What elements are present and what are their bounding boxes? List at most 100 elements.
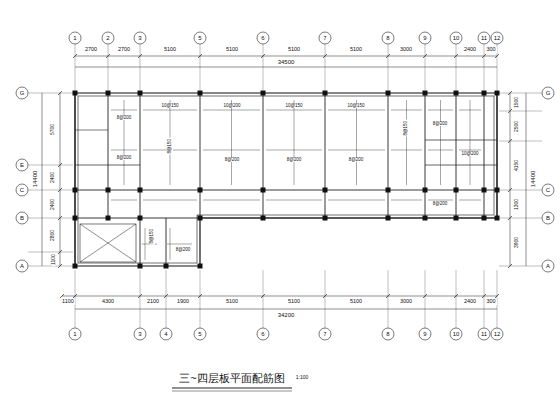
stair-cross xyxy=(80,224,136,262)
dimension: 5100 xyxy=(225,299,239,305)
rebar-note: 8@150 xyxy=(150,228,155,245)
dimension: 3900 xyxy=(515,235,520,248)
tick xyxy=(482,294,486,298)
dimension: 2400 xyxy=(51,197,56,210)
tick xyxy=(454,54,458,58)
column xyxy=(495,91,500,96)
axis-bubble xyxy=(450,32,462,44)
dim-line xyxy=(62,296,497,297)
tick xyxy=(198,54,202,58)
beam-line xyxy=(425,93,426,218)
rebar-line xyxy=(143,200,197,201)
beam-line xyxy=(388,93,389,218)
column xyxy=(482,91,487,96)
stair-opening xyxy=(80,224,136,262)
axis-bubble xyxy=(16,159,28,171)
column xyxy=(198,188,203,193)
rebar-line xyxy=(167,244,192,245)
column xyxy=(198,91,203,96)
axis-letter: E xyxy=(19,162,25,168)
dimension: 2400 xyxy=(463,47,477,53)
title-underline xyxy=(172,387,292,388)
axis-bubble xyxy=(491,328,503,340)
tick xyxy=(58,216,62,220)
axis-number: 11 xyxy=(480,35,488,41)
beam-line xyxy=(484,93,485,218)
dimension: 5100 xyxy=(163,47,177,53)
dimension: 5100 xyxy=(349,47,363,53)
rebar-line xyxy=(406,100,407,185)
title-underline xyxy=(172,391,292,392)
axis-bubble xyxy=(542,212,554,224)
tick xyxy=(58,250,62,254)
axis-bubble xyxy=(16,87,28,99)
column xyxy=(386,188,391,193)
rebar-line xyxy=(459,200,481,201)
rebar-note: 8@150 xyxy=(404,120,409,137)
axis-number: 8 xyxy=(385,331,390,337)
tick xyxy=(73,54,77,58)
beam-line xyxy=(75,218,76,266)
tick xyxy=(58,188,62,192)
column xyxy=(423,188,428,193)
axis-number: 3 xyxy=(137,331,142,337)
axis-letter: B xyxy=(545,215,551,221)
tick xyxy=(58,264,62,268)
dim-line xyxy=(75,309,497,310)
column xyxy=(138,216,143,221)
beam-line xyxy=(425,165,497,166)
dimension: 2800 xyxy=(51,228,56,241)
column xyxy=(106,216,111,221)
outer-wall xyxy=(75,93,497,266)
rebar-line xyxy=(328,200,385,201)
beam-line xyxy=(263,93,264,218)
extension-line xyxy=(425,270,426,328)
tick xyxy=(386,54,390,58)
axis-bubble xyxy=(134,32,146,44)
tick xyxy=(508,264,512,268)
axis-bubble xyxy=(16,212,28,224)
extension-line xyxy=(28,218,73,219)
extension-line xyxy=(200,270,201,328)
tick xyxy=(164,294,168,298)
dimension: 1300 xyxy=(515,197,520,210)
axis-bubble xyxy=(491,32,503,44)
rebar-line xyxy=(124,100,125,185)
dimension-total: 14400 xyxy=(32,170,38,189)
dimension: 5100 xyxy=(349,299,363,305)
tick xyxy=(323,294,327,298)
rebar-note: 10@200 xyxy=(222,104,241,109)
rebar-note: 8@200 xyxy=(116,116,133,121)
axis-bubble xyxy=(542,87,554,99)
column xyxy=(423,216,428,221)
dim-line xyxy=(75,56,497,57)
rebar-note: 8@200 xyxy=(348,158,365,163)
extension-line xyxy=(140,44,141,90)
axis-bubble xyxy=(16,260,28,272)
tick xyxy=(261,294,265,298)
dimension: 3000 xyxy=(399,299,413,305)
axis-bubble xyxy=(382,32,394,44)
dim-line xyxy=(42,93,43,266)
rebar-note: 8@150 xyxy=(168,138,173,155)
axis-number: 9 xyxy=(422,331,427,337)
tick xyxy=(423,54,427,58)
rebar-line xyxy=(266,200,322,201)
beam-line xyxy=(75,130,108,131)
extension-line xyxy=(499,111,542,112)
rebar-line xyxy=(203,200,260,201)
dimension: 5100 xyxy=(287,47,301,53)
axis-number: 9 xyxy=(422,35,427,41)
column xyxy=(323,188,328,193)
dimension: 1900 xyxy=(176,299,190,305)
column xyxy=(73,91,78,96)
axis-bubble xyxy=(542,260,554,272)
beam-line xyxy=(425,140,497,141)
axis-number: 1 xyxy=(72,35,77,41)
beam-line xyxy=(140,218,141,266)
plan-lines xyxy=(73,91,500,269)
axis-bubble xyxy=(542,184,554,196)
column xyxy=(138,91,143,96)
beam-line xyxy=(497,93,498,218)
column xyxy=(323,216,328,221)
